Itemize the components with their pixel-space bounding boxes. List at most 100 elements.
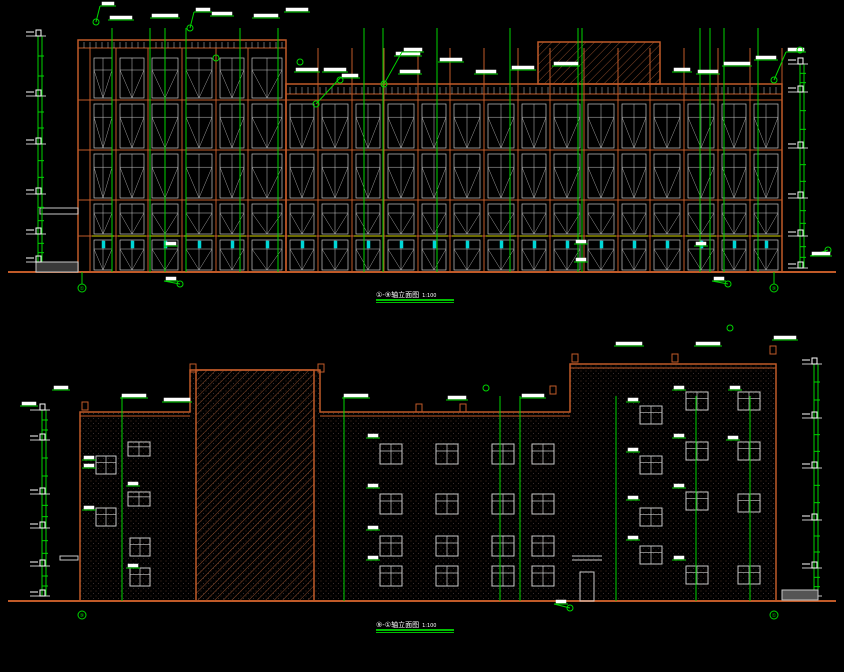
window-2 — [379, 443, 403, 465]
label-bar — [627, 447, 639, 452]
window-swing — [266, 248, 283, 271]
window-2 — [491, 493, 515, 515]
level-mark — [811, 561, 818, 569]
label-bar — [399, 69, 421, 74]
window-2 — [737, 565, 761, 585]
level-mark — [797, 57, 804, 65]
window-swing — [321, 117, 336, 149]
window-swing — [387, 117, 402, 149]
window — [721, 239, 747, 271]
window-swing — [765, 248, 779, 271]
level-mark — [811, 461, 818, 469]
window-swing — [700, 248, 715, 271]
window — [219, 203, 245, 235]
callout-circle — [796, 46, 804, 54]
window-swing — [119, 167, 133, 199]
window-swing — [500, 212, 515, 235]
window-swing — [251, 69, 268, 99]
level-mark — [797, 261, 804, 269]
window-swing — [600, 212, 615, 235]
label-bar — [697, 69, 719, 74]
window-swing — [387, 167, 402, 199]
window-swing — [198, 167, 213, 199]
window-swing — [102, 69, 113, 99]
level-mark — [35, 137, 42, 145]
window-swing — [251, 167, 268, 199]
window-swing — [387, 248, 402, 271]
window — [721, 203, 747, 235]
window-swing — [433, 167, 447, 199]
window-swing — [653, 167, 668, 199]
label-bar — [151, 13, 179, 18]
callout-9 — [796, 46, 804, 54]
window-label — [672, 555, 686, 561]
window-2 — [435, 565, 459, 587]
window — [587, 103, 615, 149]
shopfront-light — [130, 240, 135, 249]
callout-circle — [212, 54, 220, 62]
window-swing — [421, 167, 435, 199]
window-swing — [119, 248, 133, 271]
window-2 — [531, 565, 555, 587]
callout-2-2 — [726, 324, 734, 332]
window-2 — [685, 491, 709, 511]
label-bar — [295, 67, 319, 72]
window-swing — [321, 248, 336, 271]
window-swing — [733, 167, 747, 199]
level-mark — [811, 411, 818, 419]
window-swing — [266, 69, 283, 99]
elevation-1-title-text: ①-⑨轴立面图 — [376, 291, 420, 299]
window-swing — [466, 212, 481, 235]
window-swing — [700, 167, 715, 199]
callout-leader — [189, 11, 195, 29]
shopfront-light — [665, 240, 670, 249]
window — [185, 203, 213, 235]
window — [421, 103, 447, 149]
roof-vent — [415, 403, 423, 413]
level-mark — [797, 141, 804, 149]
window-2 — [737, 441, 761, 461]
axis-bubble-right-2 — [769, 610, 779, 620]
window — [521, 203, 547, 235]
label-bar — [729, 385, 741, 390]
window-label — [626, 397, 640, 403]
window-swing — [93, 212, 104, 235]
window-swing — [521, 248, 535, 271]
window-2 — [95, 507, 117, 527]
label-bar — [627, 535, 639, 540]
label-bar-top — [696, 69, 720, 75]
window-swing — [653, 248, 668, 271]
label-bar — [723, 61, 751, 66]
shopfront-light — [101, 240, 106, 249]
window-swing — [289, 248, 303, 271]
window-swing — [653, 212, 668, 235]
window-swing — [666, 117, 681, 149]
window — [653, 153, 681, 199]
shopfront-light — [333, 240, 338, 249]
window-swing — [400, 167, 415, 199]
window-swing — [587, 117, 602, 149]
callout-leader — [773, 51, 787, 81]
window-swing — [131, 117, 145, 149]
window-swing — [600, 167, 615, 199]
window-swing — [765, 212, 779, 235]
window-swing — [93, 69, 104, 99]
window-swing — [119, 117, 133, 149]
window — [185, 57, 213, 99]
label-bar — [439, 57, 463, 62]
window — [387, 103, 415, 149]
window-2 — [639, 507, 663, 527]
window-2 — [491, 565, 515, 587]
window — [553, 203, 581, 235]
window — [621, 203, 647, 235]
label-bar-top — [672, 67, 692, 73]
window — [355, 203, 381, 235]
label-bar — [553, 61, 579, 66]
window — [721, 103, 747, 149]
window-swing — [93, 117, 104, 149]
window-swing — [753, 212, 767, 235]
window-swing — [198, 69, 213, 99]
callout-bottom-2 — [711, 276, 732, 288]
level-mark — [39, 403, 46, 411]
